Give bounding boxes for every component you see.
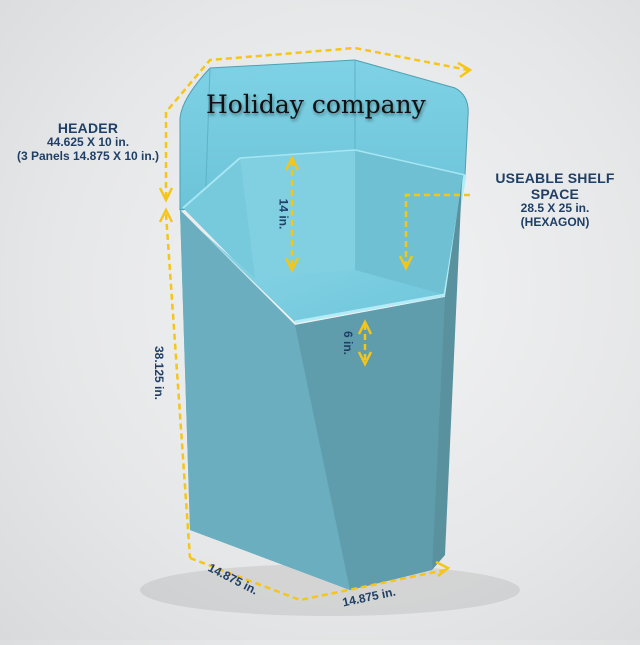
shelf-size: 28.5 X 25 in. bbox=[520, 201, 590, 216]
header-dimension-arrow bbox=[164, 46, 469, 198]
brand-text: Holiday company bbox=[206, 90, 426, 119]
shelf-floor bbox=[200, 230, 445, 322]
height-dimension-arrow bbox=[164, 213, 192, 559]
height-dimension-label: 38.125 in. bbox=[152, 345, 167, 401]
shelf-space-pointer bbox=[404, 193, 470, 265]
arrowheads bbox=[158, 61, 473, 577]
shelf-spec-label: USEABLE SHELF SPACE 28.5 X 25 in. (HEXAG… bbox=[470, 170, 640, 230]
header-title: HEADER bbox=[57, 120, 119, 136]
shelf-edge bbox=[294, 293, 446, 324]
shelf-inner-walls bbox=[182, 149, 466, 322]
header-panels-size: (3 Panels 14.875 X 10 in.) bbox=[16, 148, 160, 163]
shelf-title: USEABLE SHELF SPACE bbox=[495, 170, 615, 203]
header-size: 44.625 X 10 in. bbox=[46, 135, 130, 150]
dimension-arrows bbox=[164, 46, 470, 602]
header-spec-label: HEADER 44.625 X 10 in. (3 Panels 14.875 … bbox=[0, 120, 176, 164]
shelf-shape: (HEXAGON) bbox=[520, 214, 590, 229]
clearance-dimension-label: 14 in. bbox=[276, 198, 291, 230]
stand-body bbox=[180, 180, 462, 590]
floor-shadow bbox=[140, 564, 520, 616]
shelf-depth-label: 6 in. bbox=[341, 330, 356, 356]
